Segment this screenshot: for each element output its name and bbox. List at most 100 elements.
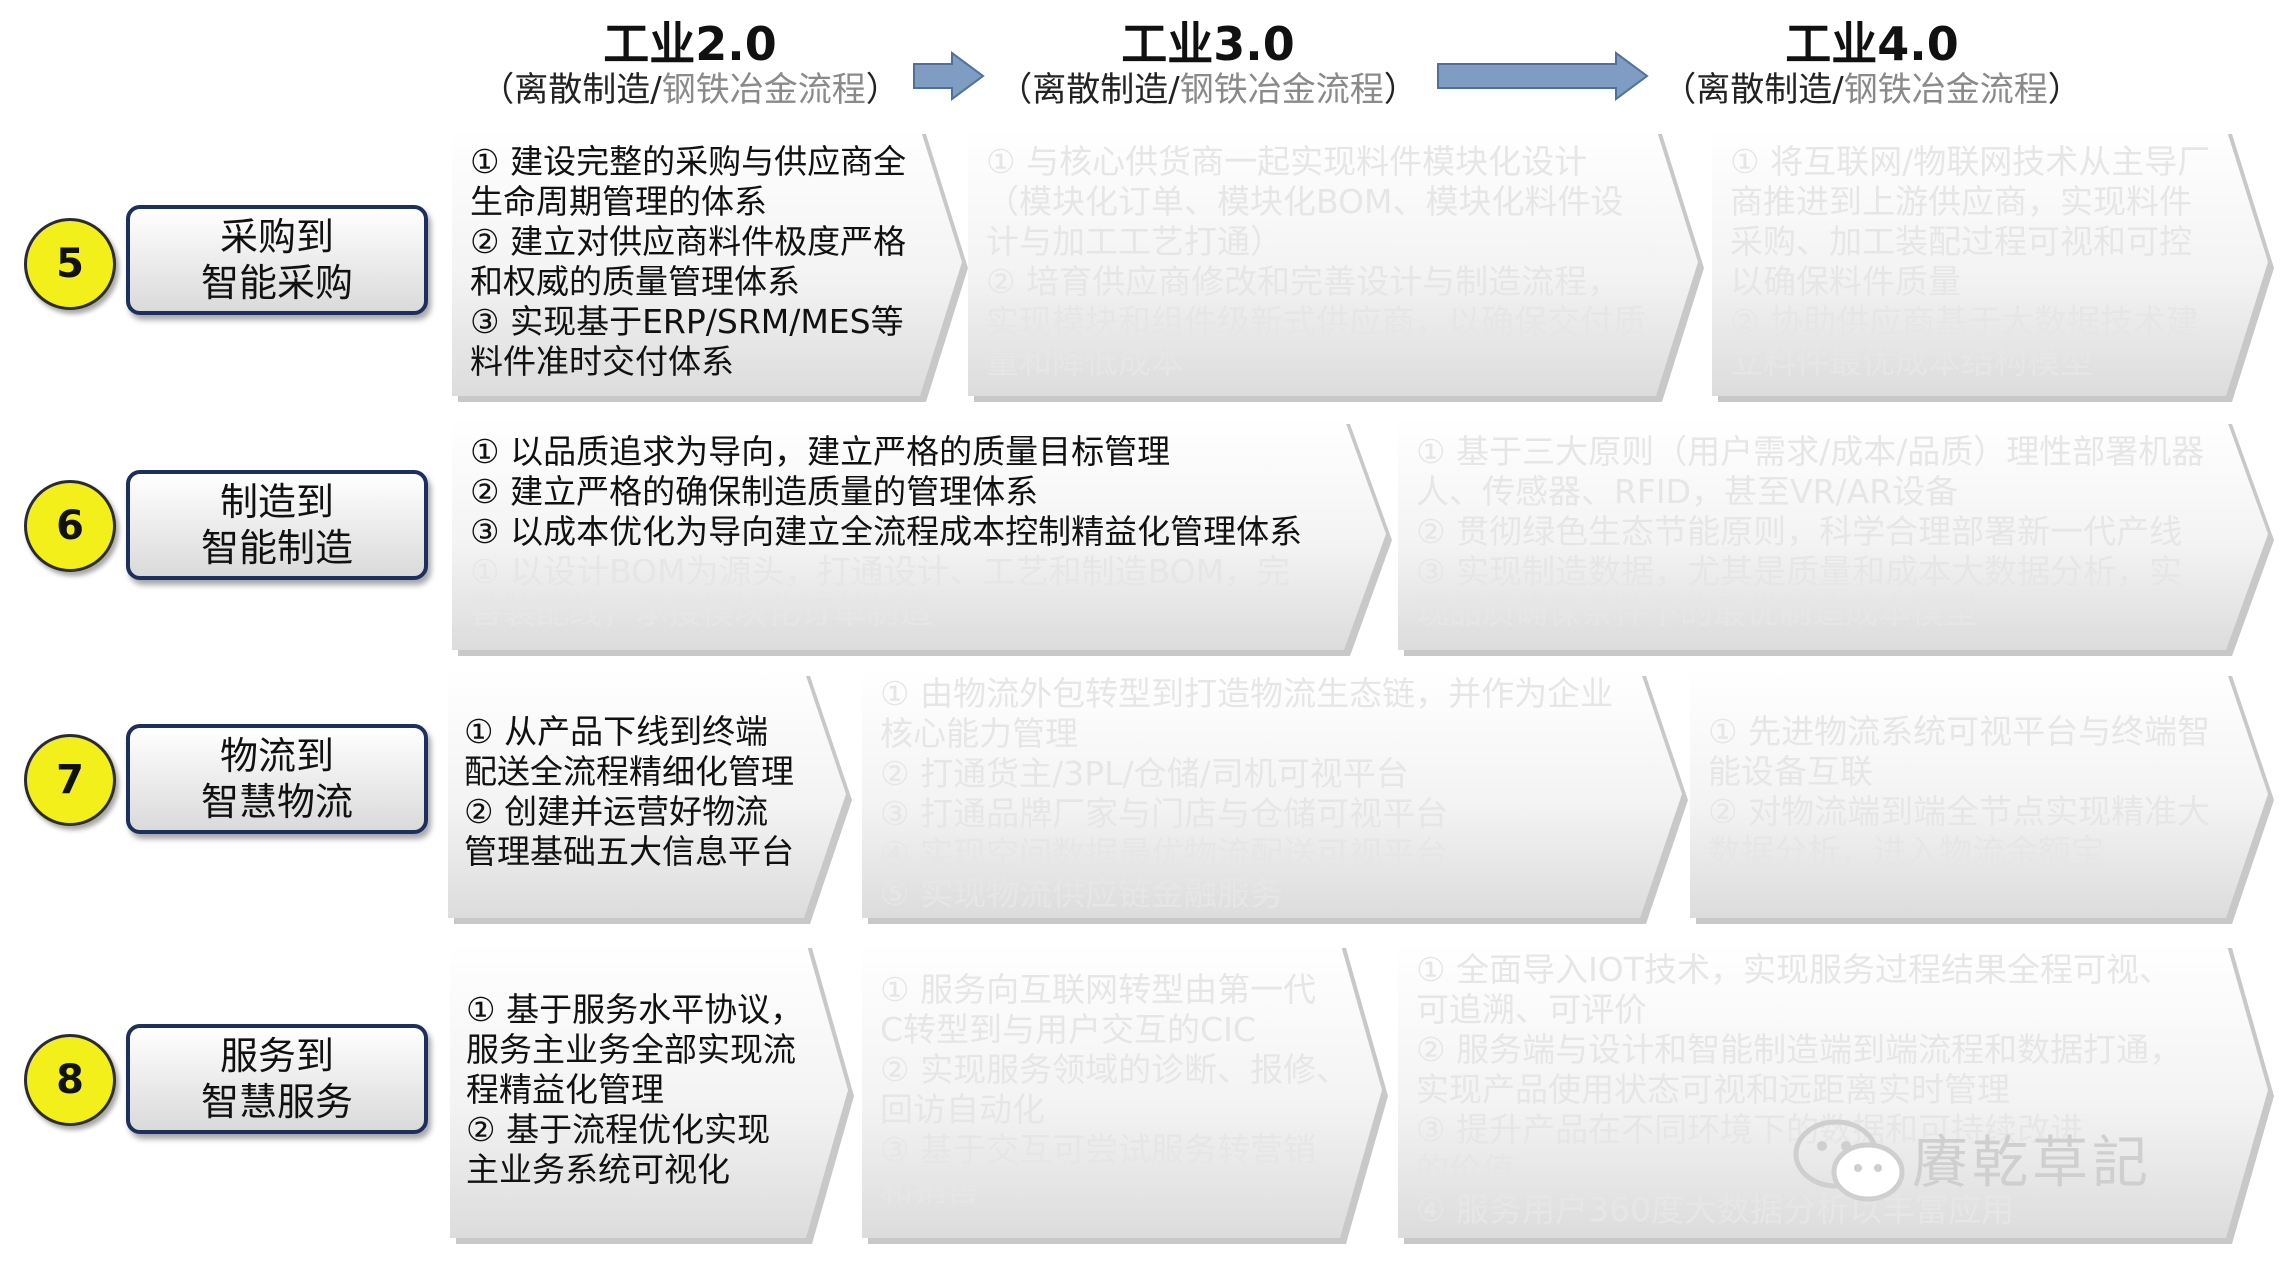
text-line: ③ 实现制造数据，尤其是质量和成本大数据分析，实 bbox=[1416, 552, 2183, 591]
subtitle-discrete: （离散制造/ bbox=[998, 70, 1180, 110]
text-line: ① 全面导入IOT技术，实现服务过程结果全程可视、 bbox=[1416, 950, 2172, 989]
text-line: 核心能力管理 bbox=[880, 714, 1078, 753]
text-line: 数据分析，进入物流余额宝 bbox=[1708, 832, 2104, 871]
text-line: ③ 以成本优化为导向建立全流程成本控制精益化管理体系 bbox=[470, 512, 1303, 551]
text-line: 实现产品使用状态可视和远距离实时管理 bbox=[1416, 1070, 2010, 1109]
text-line: ① 以设计BOM为源头，打通设计、工艺和制造BOM，完 bbox=[470, 552, 1291, 591]
label-line: 智能制造 bbox=[200, 526, 353, 570]
text-line: 计与加工工艺打通） bbox=[986, 222, 1283, 261]
chevron-industry2-procurement bbox=[452, 128, 962, 396]
header-industry-3-subtitle: （离散制造/钢铁冶金流程） bbox=[988, 62, 1428, 111]
text-line: ① 基于服务水平协议， bbox=[466, 990, 804, 1029]
text-line: C转型到与用户交互的CIC bbox=[880, 1010, 1256, 1049]
text-line: （模块化订单、模块化BOM、模块化料件设 bbox=[986, 182, 1624, 221]
subtitle-close: ） bbox=[865, 70, 900, 110]
row-number-badge: 8 bbox=[24, 1034, 116, 1126]
label-line: 采购到 bbox=[219, 215, 334, 259]
text-line: 的价值 bbox=[1416, 1150, 1515, 1189]
row-label-logistics: 物流到 智慧物流 bbox=[126, 724, 428, 834]
text-line: ② 服务端与设计和智能制造端到端流程和数据打通， bbox=[1416, 1030, 2183, 1069]
industry4-service-text: ① 全面导入IOT技术，实现服务过程结果全程可视、 可追溯、可评价 ② 服务端与… bbox=[1416, 950, 2182, 1230]
text-line: ① 服务向互联网转型由第一代 bbox=[880, 970, 1317, 1009]
row-label-service: 服务到 智慧服务 bbox=[126, 1024, 428, 1134]
text-line: 和销售 bbox=[880, 1170, 979, 1209]
subtitle-steel: 钢铁冶金流程 bbox=[1843, 70, 2048, 110]
text-line: ① 与核心供货商一起实现料件模块化设计 bbox=[986, 142, 1588, 181]
header-industry-2-subtitle: （离散制造/钢铁冶金流程） bbox=[470, 62, 910, 111]
chevron-industry4-logistics bbox=[1690, 670, 2268, 918]
chevron-industry4-procurement bbox=[1712, 128, 2268, 396]
industry2-procurement-text: ① 建设完整的采购与供应商全 生命周期管理的体系 ② 建立对供应商料件极度严格 … bbox=[470, 142, 906, 382]
text-line: ② 基于流程优化实现 bbox=[466, 1110, 771, 1149]
text-line: 料件准时交付体系 bbox=[470, 342, 734, 381]
industry2-manufacturing-text: ① 以品质追求为导向，建立严格的质量目标管理 ② 建立严格的确保制造质量的管理体… bbox=[470, 432, 1302, 632]
header-industry-2: 工业2.0 bbox=[603, 17, 777, 71]
row-label-procurement: 采购到 智能采购 bbox=[126, 205, 428, 315]
chevron-industry3-logistics bbox=[862, 670, 1682, 918]
label-line: 智慧物流 bbox=[200, 780, 353, 824]
arrow-right-icon bbox=[913, 51, 985, 101]
text-line: ② 建立严格的确保制造质量的管理体系 bbox=[470, 472, 1039, 511]
text-line: 量和降低成本 bbox=[986, 342, 1184, 381]
label-line: 智慧服务 bbox=[200, 1080, 353, 1124]
subtitle-steel: 钢铁冶金流程 bbox=[1179, 70, 1384, 110]
text-line: ③ 实现基于ERP/SRM/MES等 bbox=[470, 302, 904, 341]
subtitle-close: ） bbox=[1383, 70, 1418, 110]
text-line: 以确保料件质量 bbox=[1730, 262, 1961, 301]
industry4-logistics-text: ① 先进物流系统可视平台与终端智 能设备互联 ② 对物流端到端全节点实现精准大 … bbox=[1708, 712, 2210, 872]
text-line: 能设备互联 bbox=[1708, 752, 1873, 791]
text-line: 实现模块和组件级新式供应商，以确保交付质 bbox=[986, 302, 1646, 341]
industry4-procurement-text: ① 将互联网/物联网技术从主导厂 商推进到上游供应商，实现料件 采购、加工装配过… bbox=[1730, 142, 2210, 382]
subtitle-discrete: （离散制造/ bbox=[1662, 70, 1844, 110]
text-line: ② 打通货主/3PL/仓储/司机可视平台 bbox=[880, 754, 1409, 793]
text-line: 生命周期管理的体系 bbox=[470, 182, 767, 221]
text-line: 商推进到上游供应商，实现料件 bbox=[1730, 182, 2192, 221]
text-line: ② 对物流端到端全节点实现精准大 bbox=[1708, 792, 2211, 831]
chevron-industry2-service bbox=[450, 942, 848, 1238]
text-line: ② 协助供应商基于大数据技术建 bbox=[1730, 302, 2200, 341]
text-line: 善装配线，承接模块化订单制造 bbox=[470, 592, 932, 631]
text-line: ⑤ 实现物流供应链金融服务 bbox=[880, 874, 1284, 913]
text-line: 服务主业务全部实现流 bbox=[466, 1030, 796, 1069]
header-industry-3: 工业3.0 bbox=[1121, 17, 1295, 71]
text-line: ① 从产品下线到终端 bbox=[464, 712, 769, 751]
subtitle-close: ） bbox=[2047, 70, 2082, 110]
chevron-industry4-manufacturing bbox=[1398, 418, 2268, 650]
industry3-service-text: ① 服务向互联网转型由第一代 C转型到与用户交互的CIC ② 实现服务领域的诊断… bbox=[880, 970, 1349, 1210]
text-line: ③ 提升产品在不同环境下的数据和可持续改进 bbox=[1416, 1110, 2084, 1149]
text-line: 可追溯、可评价 bbox=[1416, 990, 1647, 1029]
text-line: ④ 服务用户360度大数据分析以丰富应用 bbox=[1416, 1190, 2015, 1229]
label-line: 物流到 bbox=[219, 734, 334, 778]
text-line: ② 创建并运营好物流 bbox=[464, 792, 769, 831]
text-line: ① 由物流外包转型到打造物流生态链，并作为企业 bbox=[880, 674, 1614, 713]
row-label-manufacturing: 制造到 智能制造 bbox=[126, 470, 428, 580]
subtitle-steel: 钢铁冶金流程 bbox=[661, 70, 866, 110]
text-line: 和权威的质量管理体系 bbox=[470, 262, 800, 301]
text-line: 回访自动化 bbox=[880, 1090, 1045, 1129]
header-industry-4: 工业4.0 bbox=[1785, 17, 1959, 71]
subtitle-discrete: （离散制造/ bbox=[480, 70, 662, 110]
text-line: 配送全流程精细化管理 bbox=[464, 752, 794, 791]
text-line: ② 培育供应商修改和完善设计与制造流程， bbox=[986, 262, 1621, 301]
label-line: 智能采购 bbox=[200, 261, 353, 305]
wechat-icon bbox=[1793, 1119, 1905, 1202]
label-line: 制造到 bbox=[219, 480, 334, 524]
industry2-logistics-text: ① 从产品下线到终端 配送全流程精细化管理 ② 创建并运营好物流 管理基础五大信… bbox=[464, 712, 794, 872]
industry3-logistics-text: ① 由物流外包转型到打造物流生态链，并作为企业 核心能力管理 ② 打通货主/3P… bbox=[880, 674, 1613, 914]
header-industry-4-subtitle: （离散制造/钢铁冶金流程） bbox=[1652, 62, 2092, 111]
row-number-badge: 5 bbox=[24, 218, 116, 310]
industry3-procurement-text: ① 与核心供货商一起实现料件模块化设计 （模块化订单、模块化BOM、模块化料件设… bbox=[986, 142, 1646, 382]
arrow-right-icon bbox=[1437, 51, 1649, 101]
chevron-industry4-service bbox=[1398, 942, 2268, 1238]
text-line: 主业务系统可视化 bbox=[466, 1150, 730, 1189]
text-line: 现品质确保条件下的最优制造成本模型 bbox=[1416, 592, 1977, 631]
chevron-industry2-logistics bbox=[448, 670, 846, 918]
text-line: 程精益化管理 bbox=[466, 1070, 664, 1109]
industry2-service-text: ① 基于服务水平协议， 服务主业务全部实现流 程精益化管理 ② 基于流程优化实现… bbox=[466, 990, 803, 1190]
label-line: 服务到 bbox=[219, 1034, 334, 1078]
text-line: 立料件最优成本结构模型 bbox=[1730, 342, 2093, 381]
text-line: ① 以品质追求为导向，建立严格的质量目标管理 bbox=[470, 432, 1171, 471]
chevron-industry3-procurement bbox=[968, 128, 1698, 396]
text-line: 采购、加工装配过程可视和可控 bbox=[1730, 222, 2192, 261]
chevron-industry2-3-manufacturing bbox=[452, 418, 1386, 650]
